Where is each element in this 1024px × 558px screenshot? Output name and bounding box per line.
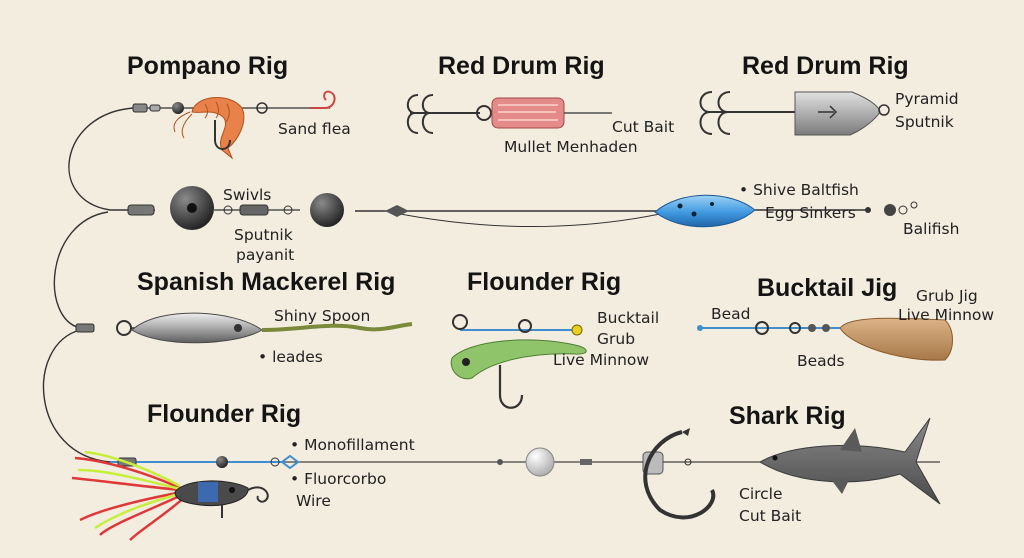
grub-icon <box>450 339 587 380</box>
j-hook-icon <box>214 120 231 150</box>
label-swivels: Swivls <box>223 186 272 204</box>
label-sand-flea: Sand flea <box>278 120 351 138</box>
spoon-lure-icon <box>131 312 263 344</box>
red-drum-rig-left <box>406 94 612 134</box>
bucktail-jig-icon <box>71 450 249 541</box>
label-egg-sinkers: Egg Sinkers <box>765 204 856 222</box>
label-beads: Beads <box>797 352 845 370</box>
pyramid-sinker-icon <box>794 91 881 136</box>
minnow-plug-icon <box>654 194 756 228</box>
label-leades: • leades <box>258 348 323 366</box>
label-live-minnow-right: Live Minnow <box>898 306 995 324</box>
title-shark-rig: Shark Rig <box>729 402 846 430</box>
treble-hook-icon <box>699 91 800 135</box>
shark-rig <box>642 417 941 520</box>
label-shiny-spoon: Shiny Spoon <box>274 307 371 325</box>
label-sputnik-mid: Sputnik <box>234 226 293 244</box>
label-balifish: Balifish <box>903 220 960 238</box>
spanish-mackerel-rig <box>75 312 413 344</box>
title-bucktail-jig: Bucktail Jig <box>757 274 898 302</box>
shark-icon <box>759 417 941 505</box>
title-red-drum-rig-right: Red Drum Rig <box>742 52 909 80</box>
label-mullet-menhaden: Mullet Menhaden <box>504 138 638 156</box>
label-cut-bait: Cut Bait <box>612 118 675 136</box>
bead-icon <box>172 102 184 114</box>
flounder-rig-center <box>450 314 587 409</box>
flounder-rig-bottom <box>71 447 940 541</box>
label-cut-bait-shark: Cut Bait <box>739 507 802 525</box>
label-monofillament: • Monofillament <box>290 436 415 454</box>
red-drum-rig-right <box>699 91 890 136</box>
pompano-rig <box>132 90 336 160</box>
circle-hook-icon <box>310 90 336 109</box>
label-wire: Wire <box>296 492 331 510</box>
bucktail-jig-rig <box>697 317 953 361</box>
label-live-minnow-center: Live Minnow <box>553 351 650 369</box>
title-flounder-rig-bottom: Flounder Rig <box>147 400 302 428</box>
swivel-icon <box>132 103 148 113</box>
circle-hook-icon <box>643 430 716 520</box>
title-spanish-mackerel-rig: Spanish Mackerel Rig <box>137 268 396 296</box>
label-bucktail: Bucktail <box>597 309 660 327</box>
swivel-icon <box>75 323 95 333</box>
label-shive-baitfish: • Shive Baltfish <box>739 181 859 199</box>
label-fluorcorbo: • Fluorcorbo <box>290 470 387 488</box>
bead-icon <box>525 447 555 477</box>
label-grub: Grub <box>597 330 636 348</box>
label-circle: Circle <box>739 485 783 503</box>
treble-hook-icon <box>406 94 480 134</box>
label-payanit: payanit <box>236 246 295 264</box>
label-grub-jig: Grub Jig <box>916 287 978 305</box>
bucktail-jig-icon <box>839 317 953 361</box>
circle-hook-icon <box>247 486 269 503</box>
label-bead: Bead <box>711 305 751 323</box>
middle-line-rig <box>127 186 918 230</box>
swivel-icon <box>127 204 155 216</box>
bead-icon <box>310 193 344 227</box>
title-pompano-rig: Pompano Rig <box>127 52 289 80</box>
label-sputnik-right: Sputnik <box>895 113 954 131</box>
title-red-drum-rig-left: Red Drum Rig <box>438 52 605 80</box>
cut-bait-icon <box>491 97 565 129</box>
label-pyramid: Pyramid <box>895 90 959 108</box>
title-flounder-rig-center: Flounder Rig <box>467 268 622 296</box>
shrimp-icon <box>173 96 245 160</box>
j-hook-icon <box>498 365 524 409</box>
